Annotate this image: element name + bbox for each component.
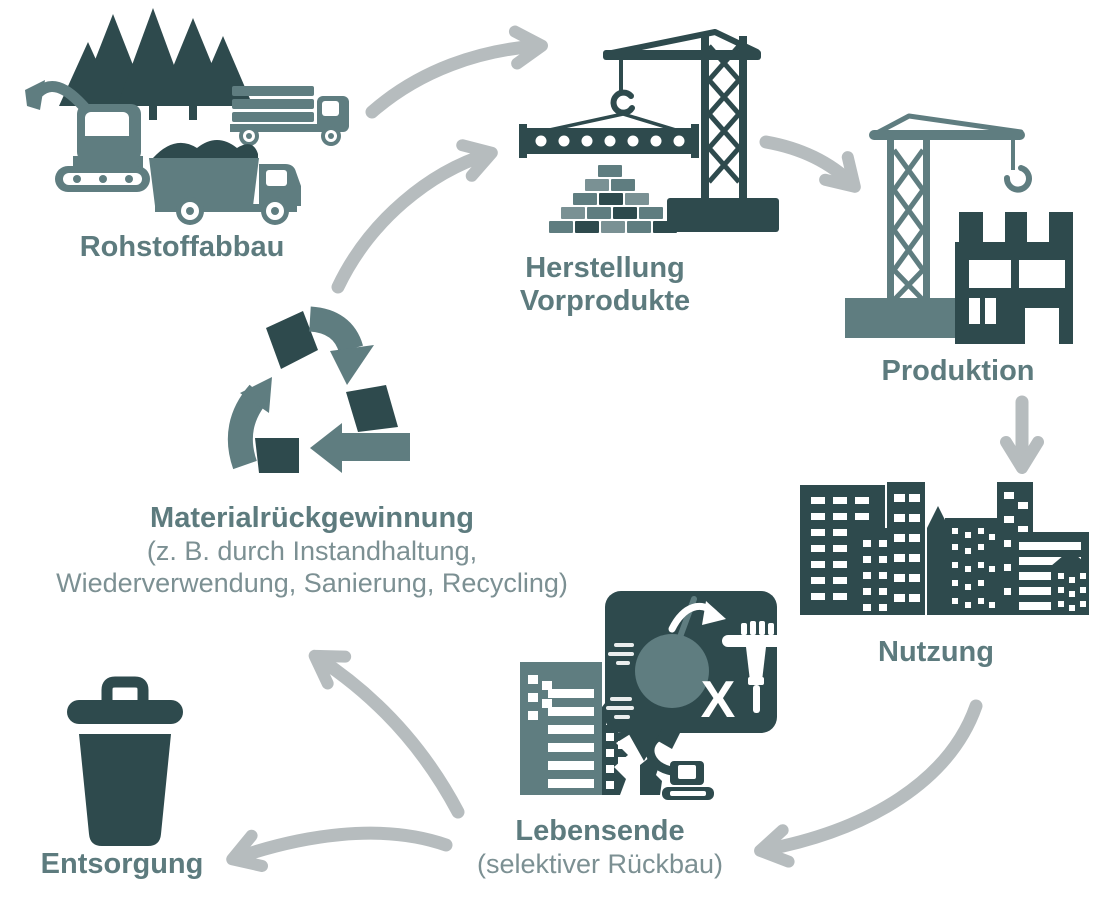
produktion-icon-group bbox=[845, 113, 1073, 344]
lebensende-icon-group: X bbox=[520, 591, 790, 800]
label-nutzung: Nutzung bbox=[878, 636, 994, 668]
label-herstellung-line1: Herstellung bbox=[525, 252, 685, 284]
herstellung-icon-group bbox=[519, 29, 779, 233]
tower-crane-beam-icon bbox=[519, 29, 779, 232]
sublabel-materialrueckgewinnung-line2: Wiederverwendung, Sanierung, Recycling) bbox=[56, 568, 568, 598]
logging-truck-icon bbox=[230, 86, 349, 146]
arrow-rohstoffabbau-to-herstellung bbox=[365, 25, 548, 119]
sublabel-materialrueckgewinnung-line1: (z. B. durch Instandhaltung, bbox=[146, 536, 478, 566]
rohstoffabbau-icon-group bbox=[25, 8, 349, 225]
forest-icon bbox=[59, 8, 253, 120]
city-skyline-icon bbox=[800, 482, 1089, 615]
label-rohstoffabbau: Rohstoffabbau bbox=[79, 231, 285, 263]
trash-can-icon bbox=[67, 676, 183, 846]
replacement-arrow-icon bbox=[668, 601, 726, 633]
label-lebensende-block: Lebensende (selektiver Rückbau) bbox=[477, 815, 723, 880]
demolition-building-icon bbox=[520, 662, 662, 795]
construction-crane-icon bbox=[845, 113, 1032, 338]
demolition-excavator-icon bbox=[645, 727, 714, 800]
label-herstellung-line2: Vorprodukte bbox=[519, 285, 691, 317]
dump-truck-icon bbox=[149, 140, 301, 225]
speech-bubble: X bbox=[605, 591, 790, 761]
arrow-lebensende-to-entsorgung bbox=[226, 826, 453, 872]
label-entsorgung: Entsorgung bbox=[40, 848, 204, 880]
no-symbol-x: X bbox=[701, 671, 736, 729]
excavator-icon bbox=[25, 80, 150, 192]
label-herstellung-vorprodukte: Herstellung Vorprodukte bbox=[520, 252, 690, 318]
building-shell-icon bbox=[955, 212, 1073, 344]
arrow-nutzung-to-lebensende bbox=[754, 699, 983, 868]
arrow-herstellung-to-produktion bbox=[759, 135, 861, 193]
recycling-symbol-icon bbox=[227, 306, 410, 473]
arrow-lebensende-to-materialrueckgewinnung bbox=[308, 649, 465, 819]
sublabel-lebensende: (selektiver Rückbau) bbox=[476, 849, 724, 879]
jackhammer-icon bbox=[722, 621, 790, 713]
label-produktion: Produktion bbox=[881, 355, 1035, 387]
arrow-materialrueckgewinnung-to-herstellung bbox=[331, 139, 498, 294]
label-materialrueckgewinnung-block: Materialrückgewinnung (z. B. durch Insta… bbox=[56, 502, 568, 599]
label-lebensende: Lebensende bbox=[515, 815, 685, 847]
bricks-icon bbox=[549, 165, 677, 233]
label-materialrueckgewinnung: Materialrückgewinnung bbox=[150, 502, 474, 534]
